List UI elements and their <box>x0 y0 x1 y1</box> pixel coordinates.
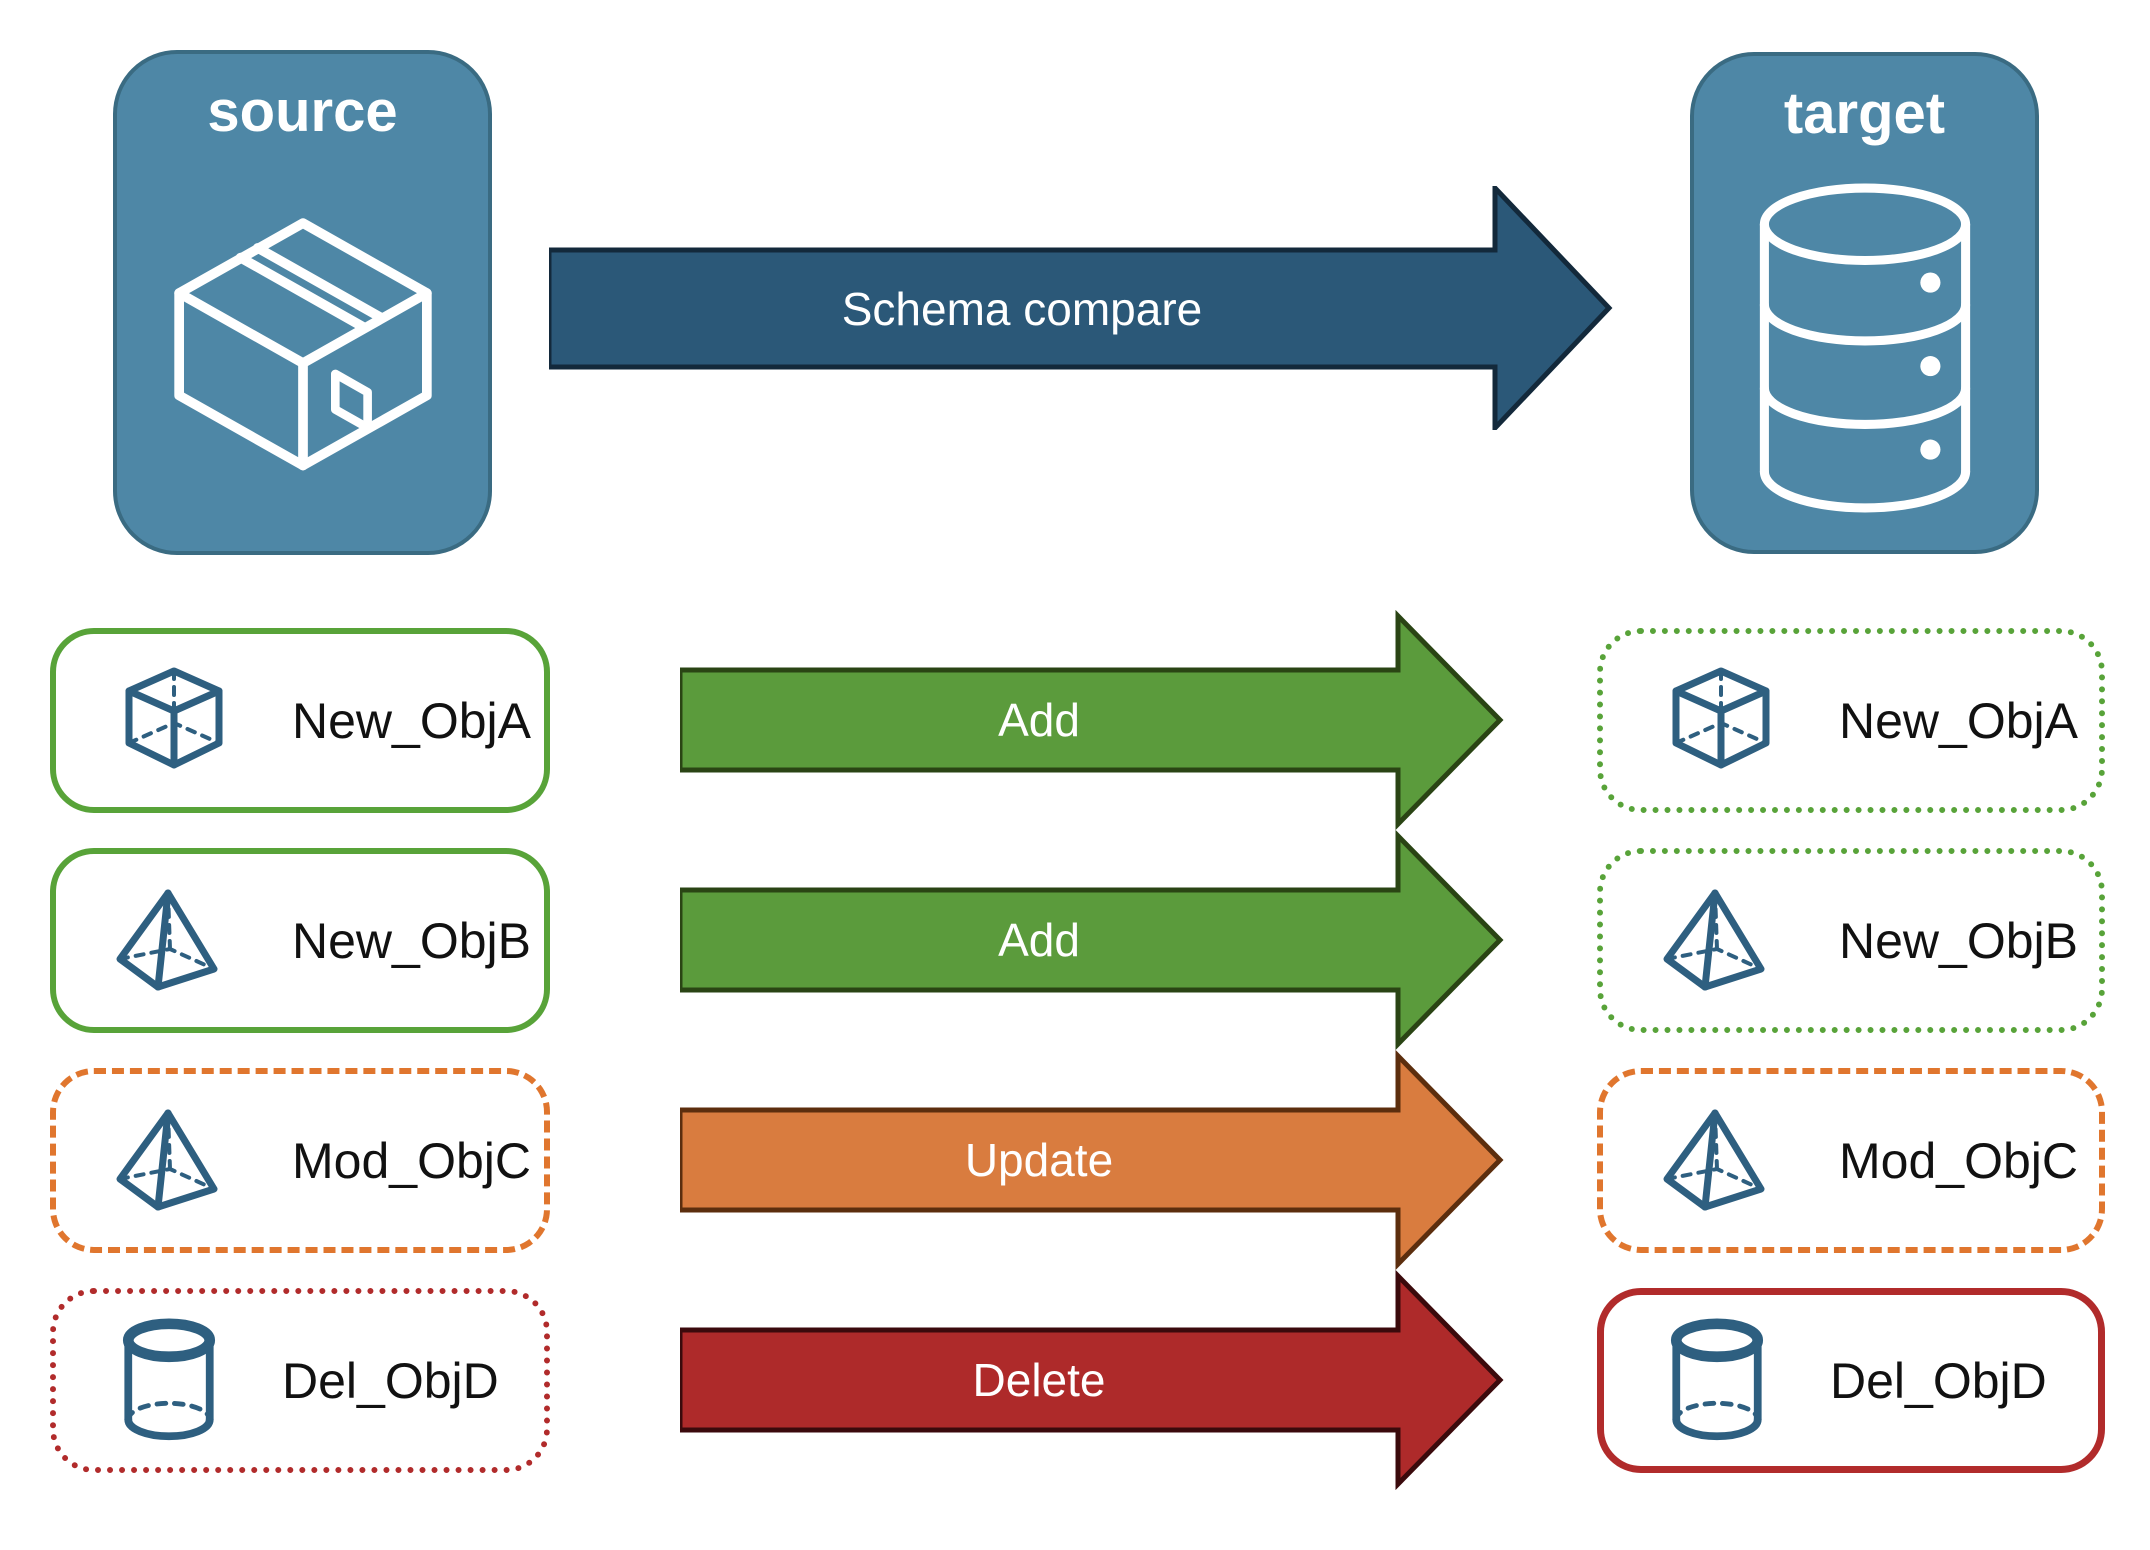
cube-icon <box>125 667 223 768</box>
source-node-title: source <box>207 79 398 144</box>
add-arrow-label: Add <box>998 694 1080 746</box>
object-label: New_ObjA <box>292 692 531 749</box>
source-object-new-objb: New_ObjB <box>50 848 550 1033</box>
target-node-title: target <box>1783 81 1946 146</box>
source-object-del-objd: Del_ObjD <box>50 1288 550 1473</box>
database-icon <box>1749 146 1981 550</box>
pyramid-icon <box>116 889 218 990</box>
target-object-mod-objc: Mod_ObjC <box>1597 1068 2105 1253</box>
object-label: Del_ObjD <box>282 1352 499 1409</box>
delete-arrow <box>680 1270 1504 1490</box>
object-label: Mod_ObjC <box>292 1132 531 1189</box>
add-arrow <box>680 610 1504 830</box>
add-arrow-label: Add <box>998 914 1080 966</box>
object-label: New_ObjA <box>1839 692 2078 749</box>
object-label: Del_ObjD <box>1830 1352 2047 1409</box>
object-label: New_ObjB <box>1839 912 2078 969</box>
target-object-del-objd: Del_ObjD <box>1597 1288 2105 1473</box>
cylinder-icon <box>1670 1317 1764 1440</box>
source-object-new-obja: New_ObjA <box>50 628 550 813</box>
object-label: New_ObjB <box>292 912 531 969</box>
target-object-new-objb: New_ObjB <box>1597 848 2105 1033</box>
cylinder-icon <box>122 1317 216 1440</box>
add-arrow <box>680 830 1504 1050</box>
pyramid-icon <box>1663 1109 1765 1210</box>
pyramid-icon <box>1663 889 1765 990</box>
update-arrow <box>680 1050 1504 1270</box>
source-object-mod-objc: Mod_ObjC <box>50 1068 550 1253</box>
package-icon <box>163 144 443 551</box>
pyramid-icon <box>116 1109 218 1210</box>
delete-arrow-label: Delete <box>972 1354 1106 1406</box>
target-node: target <box>1690 52 2039 554</box>
schema-compare-arrow-label: Schema compare <box>841 283 1203 335</box>
update-arrow-label: Update <box>964 1134 1114 1186</box>
object-label: Mod_ObjC <box>1839 1132 2078 1189</box>
cube-icon <box>1672 667 1770 768</box>
schema-compare-arrow <box>549 186 1613 430</box>
target-object-new-obja: New_ObjA <box>1597 628 2105 813</box>
source-node: source <box>113 50 492 555</box>
